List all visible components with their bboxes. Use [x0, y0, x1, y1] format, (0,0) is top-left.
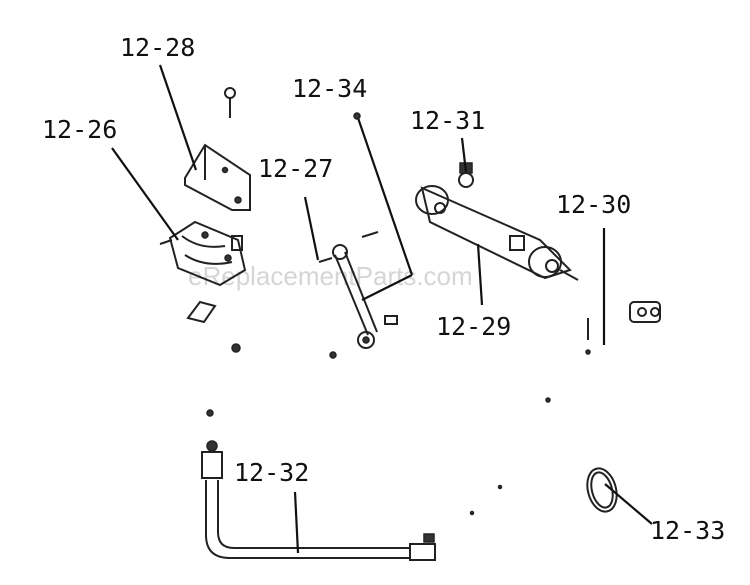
label-12-26: 12-26 [42, 115, 117, 144]
label-12-33: 12-33 [650, 516, 725, 545]
part-12-29-cylinder[interactable] [415, 185, 579, 281]
small-clip [186, 300, 217, 324]
leader-12-34-a [355, 114, 414, 276]
label-12-32: 12-32 [234, 458, 309, 487]
dot-c [497, 484, 503, 490]
leader-12-31 [460, 137, 468, 173]
watermark-text: eReplacementParts.com [188, 261, 473, 291]
part-12-26-valve-block[interactable] [159, 220, 247, 287]
part-12-28-bracket[interactable] [184, 143, 251, 211]
label-12-29: 12-29 [436, 312, 511, 341]
label-12-34: 12-34 [292, 74, 367, 103]
screw-top [224, 87, 236, 118]
nut-a [231, 343, 241, 353]
leader-12-27 [303, 196, 320, 261]
leader-lines [111, 64, 653, 554]
label-12-31: 12-31 [410, 106, 485, 135]
part-12-32-pipe[interactable] [201, 440, 436, 561]
label-12-27: 12-27 [258, 154, 333, 183]
part-12-30-pin[interactable] [585, 301, 661, 355]
dot-a [545, 397, 551, 403]
leader-12-34-b [361, 274, 413, 301]
leader-12-26 [111, 147, 179, 241]
part-12-34-lever-arm[interactable] [332, 231, 398, 349]
label-12-30: 12-30 [556, 190, 631, 219]
label-12-28: 12-28 [120, 33, 195, 62]
leader-12-28 [158, 64, 198, 171]
leader-12-29 [476, 243, 484, 306]
leader-12-32 [293, 491, 300, 554]
nut-b [329, 351, 337, 359]
part-12-33-o-ring[interactable] [583, 465, 621, 515]
dot-d [469, 510, 475, 516]
dot-b [206, 409, 214, 417]
leader-12-33 [604, 483, 653, 525]
pin-12-27 [318, 257, 333, 263]
